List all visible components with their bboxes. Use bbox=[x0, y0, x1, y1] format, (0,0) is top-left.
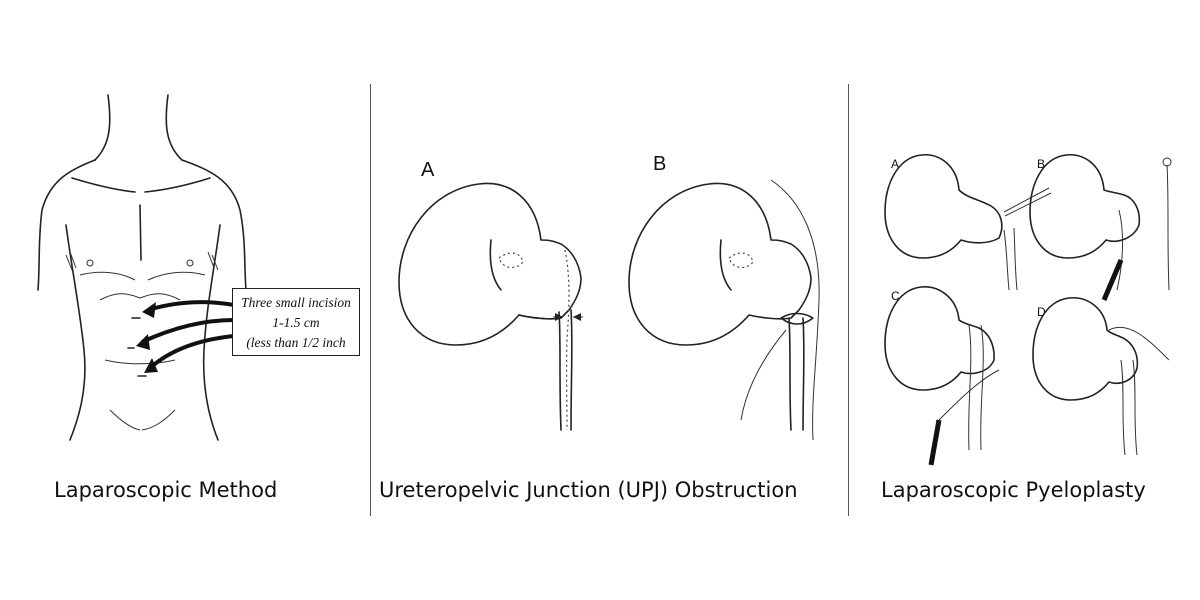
label-step-c: C bbox=[891, 289, 900, 303]
panel-laparoscopic-pyeloplasty: A B C D Laparoscopic Pyeloplasty bbox=[849, 0, 1200, 600]
label-step-d: D bbox=[1037, 305, 1046, 319]
divider-left bbox=[370, 84, 371, 516]
caption-laparoscopic-method: Laparoscopic Method bbox=[54, 478, 278, 502]
panel-upj-obstruction: A B Ureteropelvic Junction (UPJ) Obstruc… bbox=[371, 0, 848, 600]
torso-illustration bbox=[37, 94, 247, 441]
label-a: A bbox=[421, 159, 435, 181]
caption-upj-obstruction: Ureteropelvic Junction (UPJ) Obstruction bbox=[379, 478, 798, 502]
caption-laparoscopic-pyeloplasty: Laparoscopic Pyeloplasty bbox=[881, 478, 1146, 502]
label-step-a: A bbox=[891, 157, 899, 171]
note-line-3: (less than 1/2 inch bbox=[246, 335, 346, 350]
label-step-b: B bbox=[1037, 157, 1045, 171]
divider-right bbox=[848, 84, 849, 516]
incision-note-box: Three small incision 1-1.5 cm (less than… bbox=[232, 288, 360, 356]
kidney-illustrations: A B bbox=[398, 153, 820, 441]
pyeloplasty-illustrations: A B C D bbox=[884, 154, 1172, 466]
note-line-2: 1-1.5 cm bbox=[272, 315, 320, 330]
note-line-1: Three small incision bbox=[241, 295, 351, 310]
label-b: B bbox=[653, 153, 666, 175]
panel-laparoscopic-method: Three small incision 1-1.5 cm (less than… bbox=[0, 0, 370, 600]
